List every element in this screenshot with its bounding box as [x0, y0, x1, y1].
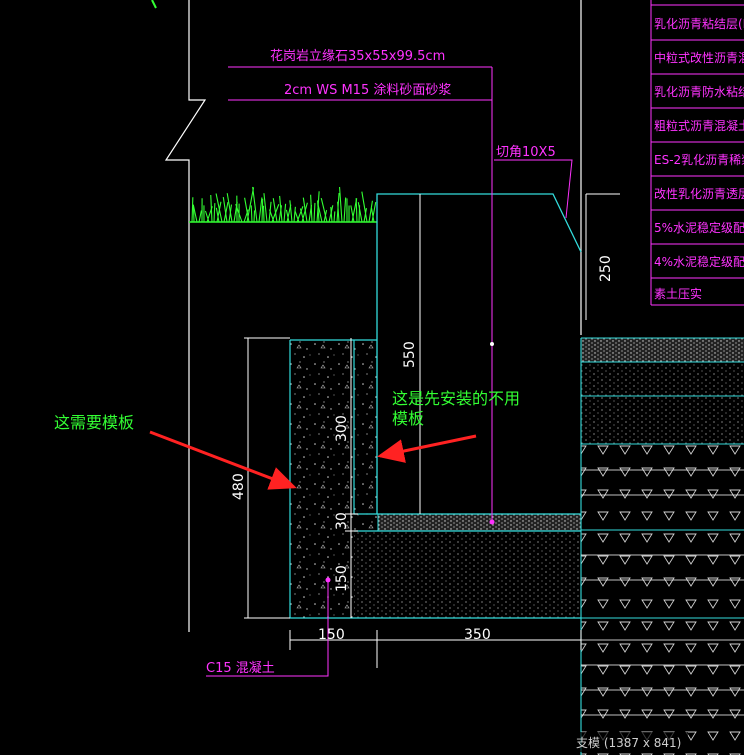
concrete-base-fill [354, 532, 581, 618]
layer-label-7: 5%水泥稳定级配碎石 [654, 220, 744, 235]
layer-label-6: 改性乳化沥青透层油(PC [654, 187, 744, 201]
dim-350: 350 [464, 627, 491, 643]
annotation-needs-formwork: 这需要模板 [54, 413, 134, 432]
leader-mortar: 2cm WS M15 涂料砂面砂浆 [284, 82, 451, 98]
leader-concrete: C15 混凝土 [206, 660, 275, 676]
leader-dot-stone [490, 342, 494, 346]
mortar-bed [377, 513, 582, 532]
curb-stone-outline [354, 193, 582, 532]
layer-label-9: 素土压实 [654, 286, 702, 301]
annotation-preinstalled-line2: 模板 [392, 409, 424, 428]
dim-480: 480 [231, 473, 247, 500]
caption-background [572, 732, 688, 752]
layer-label-3: 乳化沥青防水粘结层(F [654, 84, 744, 99]
layer-label-8: 4%水泥稳定级配碎石 [654, 254, 744, 269]
grass-strip [189, 186, 377, 223]
dim-250: 250 [598, 255, 614, 282]
layer-label-4: 粗粒式沥青混凝土AC- [654, 118, 744, 133]
layer-label-2: 中粒式改性沥青混凝土 [654, 50, 744, 65]
top-left-mark [151, 0, 157, 9]
dim-550: 550 [402, 341, 418, 368]
dim-150-vertical: 150 [334, 565, 350, 592]
annotation-preinstalled-line1: 这是先安装的不用 [392, 389, 520, 408]
arrow-needs-formwork [149, 430, 297, 490]
left-break-line [164, 0, 207, 632]
pavement-layer-legend: 乳化沥青粘结层(PC- 中粒式改性沥青混凝土 乳化沥青防水粘结层(F 粗粒式沥青… [654, 16, 744, 301]
dimension-lines [244, 193, 620, 668]
leader-lines [206, 0, 744, 677]
layer-label-5: ES-2乳化沥青稀浆封 [654, 152, 744, 167]
leader-dot-concrete [325, 577, 331, 583]
arrow-preinstalled [377, 434, 477, 463]
image-caption: 支模 (1387 x 841) [576, 736, 681, 750]
dim-150-horizontal: 150 [318, 627, 345, 643]
dim-300: 300 [334, 415, 350, 442]
leader-chamfer: 切角10X5 [496, 145, 556, 160]
layer-label-1: 乳化沥青粘结层(PC- [654, 16, 744, 31]
dim-30: 30 [334, 512, 350, 530]
leader-curb-stone: 花岗岩立缘石35x55x99.5cm [270, 48, 445, 64]
pavement-structure [580, 337, 744, 755]
leader-dot-mortar [489, 519, 495, 525]
